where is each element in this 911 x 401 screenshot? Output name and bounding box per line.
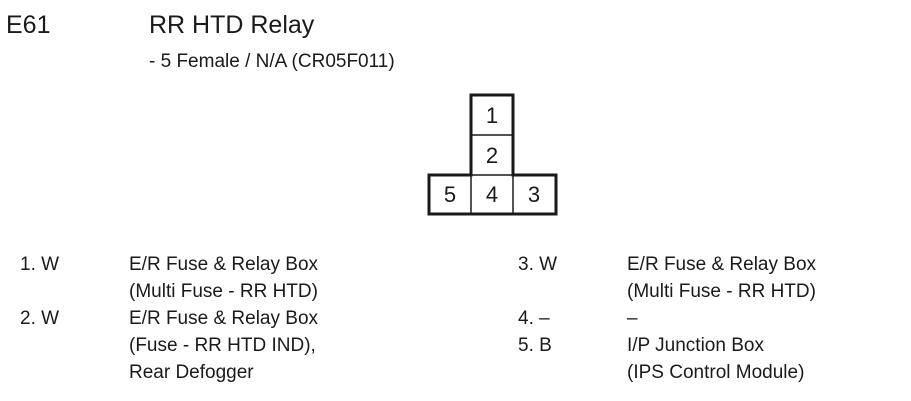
pin-number: 3. W	[518, 254, 558, 275]
pin-destination: –	[627, 305, 638, 332]
connector-subtitle: - 5 Female / N/A (CR05F011)	[149, 51, 395, 72]
pin-destination-line: (IPS Control Module)	[627, 362, 805, 383]
pin-destination: E/R Fuse & Relay Box (Fuse - RR HTD IND)…	[129, 305, 318, 386]
pin-number: 1. W	[20, 254, 60, 275]
pin-destination-line: E/R Fuse & Relay Box	[129, 254, 319, 275]
pin-number: 4. –	[518, 308, 550, 329]
pin-destination-line: Rear Defogger	[129, 362, 254, 383]
pin-destination: E/R Fuse & Relay Box (Multi Fuse - RR HT…	[129, 251, 318, 305]
connector-code: E61	[6, 11, 51, 39]
pin-number: 2. W	[20, 308, 60, 329]
pin-number: 5. B	[518, 335, 552, 356]
pin-destination-line: (Fuse - RR HTD IND),	[129, 335, 316, 356]
pin-destination-line: –	[627, 308, 638, 329]
pin-destination: I/P Junction Box (IPS Control Module)	[627, 332, 804, 386]
pin-destination-line: E/R Fuse & Relay Box	[129, 308, 319, 329]
pin-destination-line: E/R Fuse & Relay Box	[627, 254, 817, 275]
pin-destination-line: (Multi Fuse - RR HTD)	[627, 281, 816, 302]
pin-destination-line: (Multi Fuse - RR HTD)	[129, 281, 318, 302]
component-title: RR HTD Relay	[149, 11, 315, 39]
pin-destination: E/R Fuse & Relay Box (Multi Fuse - RR HT…	[627, 251, 816, 305]
pin-destination-line: I/P Junction Box	[627, 335, 764, 356]
